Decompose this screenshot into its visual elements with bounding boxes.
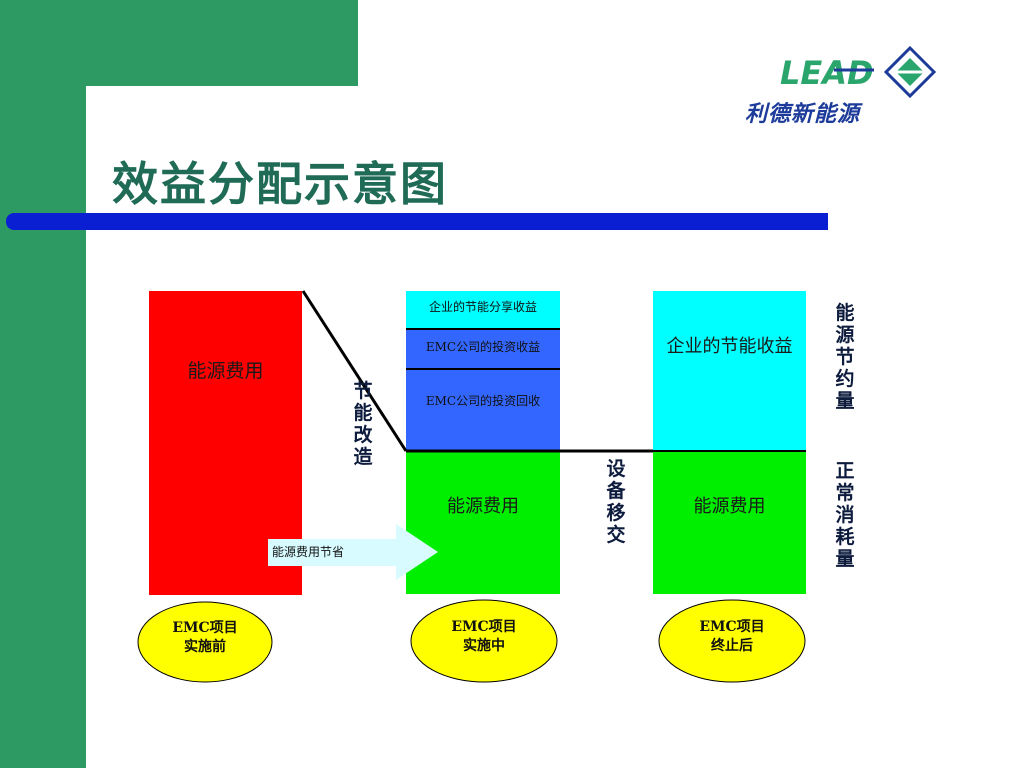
during-caption-line-2: 实施中 [463,638,505,654]
during-energy-cost-label: 能源费用 [447,496,519,517]
retrofit-slope-line [301,290,408,452]
cost-saving-arrow [268,524,438,580]
during-caption-line-1: EMC项目 [451,619,517,635]
emc-recovery-segment [406,370,560,451]
after-energy-cost-label: 能源费用 [693,496,766,517]
green-sidebar-band [0,0,86,768]
after-energy-cost-bar [653,451,806,594]
enterprise-saving-segment [653,291,806,451]
enterprise-share-label: 企业的节能分享收益 [428,300,537,314]
equipment-transfer-label: 设备移交 [606,458,626,546]
enterprise-saving-label: 企业的节能收益 [666,336,793,357]
after-stage-caption: EMC项目 终止后 [662,618,802,656]
before-stage-caption: EMC项目 实施前 [135,619,275,657]
saving-amount-label: 能源节约量 [835,302,855,412]
during-stage-ellipse [410,599,558,683]
enterprise-share-segment [406,291,560,329]
lead-logo: LEAD [780,45,937,99]
before-caption-line-1: EMC项目 [172,620,238,636]
during-energy-cost-bar [406,451,560,594]
after-stage-ellipse [658,599,806,683]
cost-saving-arrow-label: 能源费用节省 [272,545,345,559]
after-caption-line-1: EMC项目 [699,619,765,635]
before-caption-line-2: 实施前 [184,639,226,655]
before-stage-ellipse [137,601,273,683]
title-underline-bar [6,213,828,230]
logo-wordmark: LEAD [780,54,874,92]
emc-profit-label: EMC公司的投资收益 [425,340,541,354]
green-top-band [86,0,358,86]
retrofit-label: 节能改造 [353,380,373,468]
before-energy-cost-label: 能源费用 [187,360,264,382]
emc-profit-segment [406,330,560,368]
normal-consumption-label: 正常消耗量 [835,460,855,570]
after-caption-line-2: 终止后 [711,638,753,654]
slide-title: 效益分配示意图 [112,157,448,211]
logo-subtitle: 利德新能源 [745,102,861,127]
during-stage-caption: EMC项目 实施中 [414,618,554,656]
emc-recovery-label: EMC公司的投资回收 [425,394,541,408]
logo-diamond-icon [883,45,937,99]
